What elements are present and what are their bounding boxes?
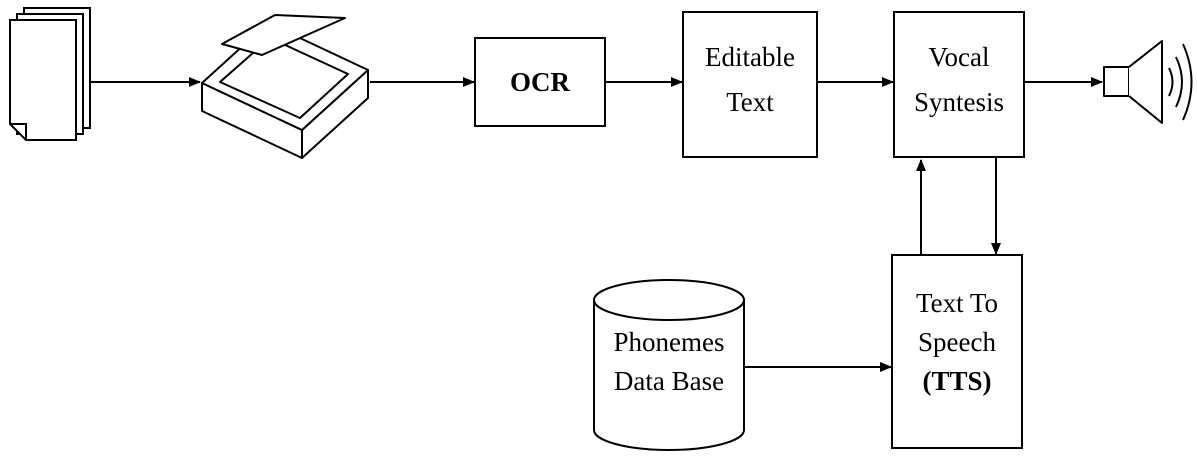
vocal-synthesis-label-line1: Vocal: [929, 42, 990, 72]
ocr-box: OCR: [474, 37, 606, 127]
tts-box: Text To Speech (TTS): [891, 254, 1023, 449]
phonemes-database-cylinder: Phonemes Data Base: [593, 279, 745, 451]
vocal-synthesis-label-line2: Syntesis: [914, 87, 1004, 117]
connectors: [90, 77, 1103, 372]
phonemes-label-line1: Phonemes: [614, 327, 725, 357]
editable-text-label-line1: Editable: [705, 42, 795, 72]
speaker-icon: [1103, 40, 1193, 124]
phonemes-label-line2: Data Base: [614, 366, 724, 396]
scanner-icon: [201, 14, 369, 159]
tts-label-line3: (TTS): [922, 366, 991, 396]
vocal-synthesis-box: Vocal Syntesis: [893, 11, 1025, 158]
editable-text-label-line2: Text: [726, 87, 774, 117]
ocr-label: OCR: [510, 67, 571, 97]
editable-text-box: Editable Text: [682, 11, 818, 158]
tts-label-line2: Speech: [918, 327, 996, 357]
documents-stack-icon: [9, 7, 91, 141]
tts-label-line1: Text To: [916, 288, 998, 318]
